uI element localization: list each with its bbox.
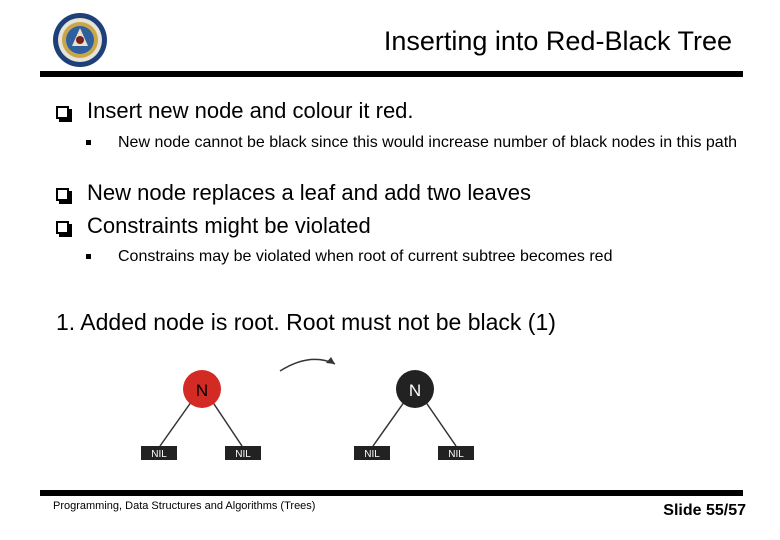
slide-number: Slide 55/57 [663, 502, 746, 519]
left-tree-edge-left [159, 397, 195, 447]
bullet-3-text: Constraints might be violated [87, 213, 371, 238]
right-tree-edge-left [372, 397, 408, 447]
right-tree-nil-leaf-left [354, 446, 390, 460]
left-tree-nil-label-right: NIL [235, 449, 251, 460]
bullet-3: Constraints might be violated [56, 213, 371, 239]
right-tree-root-node [396, 370, 434, 408]
footer-course-title: Programming, Data Structures and Algorit… [53, 500, 316, 512]
numbered-item-1: 1. Added node is root. Root must not be … [56, 309, 556, 335]
left-tree-root-label: N [196, 381, 208, 400]
bullet-1: Insert new node and colour it red. [56, 98, 414, 124]
left-tree-root-node [183, 370, 221, 408]
bullet-1-text: Insert new node and colour it red. [87, 98, 414, 123]
right-tree: N NIL NIL [354, 370, 474, 460]
top-rule [40, 71, 743, 77]
bullet-2: New node replaces a leaf and add two lea… [56, 180, 531, 206]
square-bullet-icon [86, 140, 91, 145]
left-tree-nil-leaf-left [141, 446, 177, 460]
checkbox-bullet-icon [56, 187, 72, 204]
bottom-rule [40, 490, 743, 496]
right-tree-nil-label-left: NIL [364, 449, 380, 460]
checkbox-bullet-icon [56, 105, 72, 122]
right-tree-root-label: N [409, 381, 421, 400]
transition-arrow [279, 357, 336, 372]
slide-title: Inserting into Red-Black Tree [383, 26, 732, 56]
sub-bullet-1-text: New node cannot be black since this woul… [118, 134, 738, 151]
left-tree: N NIL NIL [141, 370, 261, 460]
bullet-2-text: New node replaces a leaf and add two lea… [87, 180, 531, 205]
university-seal-logo [53, 13, 107, 67]
square-bullet-icon [86, 254, 91, 259]
right-tree-edge-right [422, 397, 457, 447]
sub-bullet-3-text: Constrains may be violated when root of … [118, 248, 613, 265]
checkbox-bullet-icon [56, 220, 72, 237]
right-tree-nil-label-right: NIL [448, 449, 464, 460]
left-tree-nil-label-left: NIL [151, 449, 167, 460]
left-tree-edge-right [209, 397, 243, 447]
left-tree-nil-leaf-right [225, 446, 261, 460]
right-tree-nil-leaf-right [438, 446, 474, 460]
